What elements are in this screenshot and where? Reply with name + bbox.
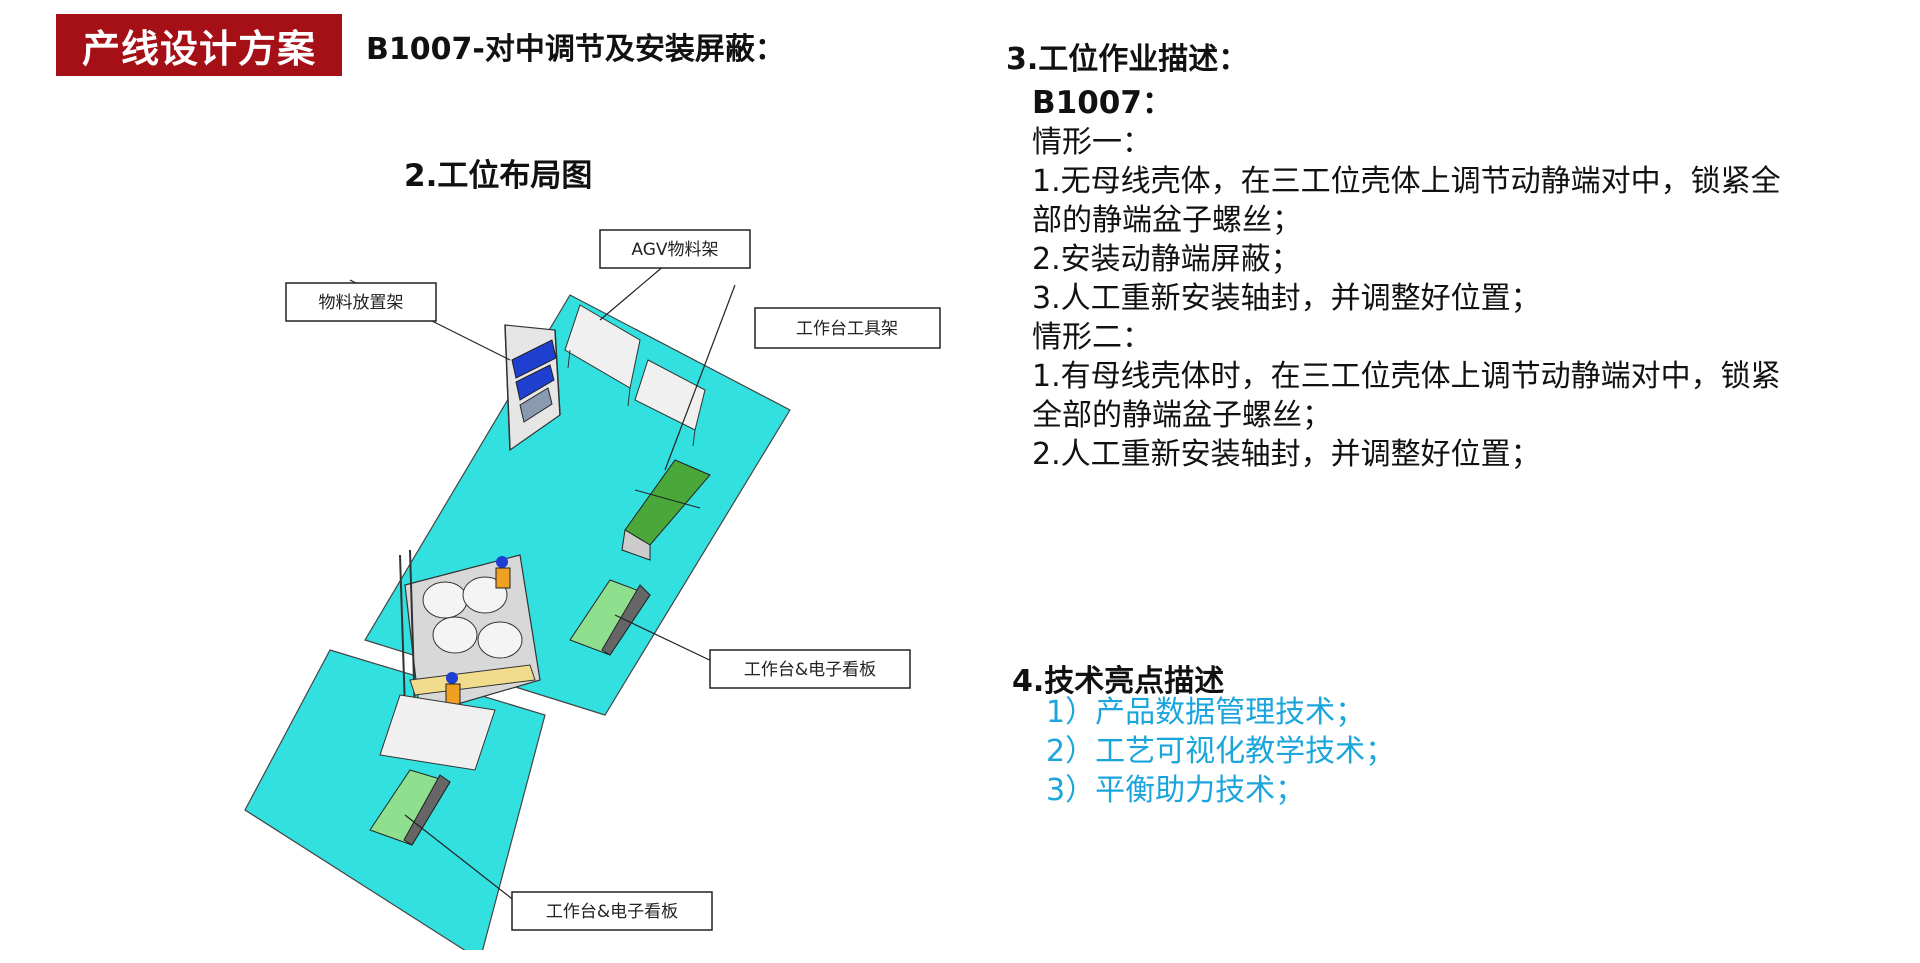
lower-platform <box>379 694 496 771</box>
callout-bench-board-1: 工作台&电子看板 <box>709 649 911 689</box>
tech-highlights-heading: 4.技术亮点描述 <box>1012 664 1225 699</box>
svg-text:工作台&电子看板: 工作台&电子看板 <box>744 660 876 680</box>
svg-text:工作台工具架: 工作台工具架 <box>796 319 898 339</box>
svg-text:物料放置架: 物料放置架 <box>319 293 404 313</box>
worker-1 <box>495 556 511 589</box>
model-label: B1007： <box>1032 85 1173 121</box>
description-line: 情形一： <box>1032 125 1152 160</box>
description-line: 2.人工重新安装轴封，并调整好位置； <box>1032 437 1541 472</box>
description-line: 1.有母线壳体时，在三工位壳体上调节动静端对中，锁紧 <box>1032 359 1781 394</box>
callout-bench-board-2: 工作台&电子看板 <box>511 891 713 931</box>
svg-text:工作台&电子看板: 工作台&电子看板 <box>546 902 678 922</box>
description-line: 1.无母线壳体，在三工位壳体上调节动静端对中，锁紧全 <box>1032 164 1781 199</box>
worker-2 <box>445 672 461 705</box>
operation-description: B1007： 情形一： 1.无母线壳体，在三工位壳体上调节动静端对中，锁紧全 部… <box>1032 84 1862 474</box>
callout-agv-rack: AGV物料架 <box>599 229 751 269</box>
description-line: 全部的静端盆子螺丝； <box>1032 398 1332 433</box>
list-item: 1）产品数据管理技术； <box>1046 695 1366 730</box>
layout-heading: 2.工位布局图 <box>404 158 593 194</box>
agv-tables <box>564 304 706 447</box>
operation-heading: 3.工位作业描述： <box>1006 42 1249 77</box>
bench-board-2 <box>369 769 451 846</box>
station-subtitle: B1007-对中调节及安装屏蔽： <box>366 32 785 67</box>
description-line: 部的静端盆子螺丝； <box>1032 203 1302 238</box>
tool-rack <box>621 459 711 561</box>
material-rack <box>504 324 561 452</box>
list-item: 3）平衡助力技术； <box>1046 773 1306 808</box>
svg-text:AGV物料架: AGV物料架 <box>631 240 718 260</box>
title-badge: 产线设计方案 <box>56 14 342 76</box>
station-layout-diagram: AGV物料架 物料放置架 工作台工具架 工作台&电子看板 工作台&电子看板 <box>230 210 950 961</box>
description-line: 情形二： <box>1032 320 1152 355</box>
list-item: 2）工艺可视化教学技术； <box>1046 734 1396 769</box>
tech-highlights-list: 1）产品数据管理技术； 2）工艺可视化教学技术； 3）平衡助力技术； <box>1046 693 1395 810</box>
assembly-station <box>399 549 541 716</box>
description-line: 2.安装动静端屏蔽； <box>1032 242 1301 277</box>
callout-tool-rack: 工作台工具架 <box>754 307 941 349</box>
description-line: 3.人工重新安装轴封，并调整好位置； <box>1032 281 1541 316</box>
callout-material-rack: 物料放置架 <box>285 282 437 322</box>
